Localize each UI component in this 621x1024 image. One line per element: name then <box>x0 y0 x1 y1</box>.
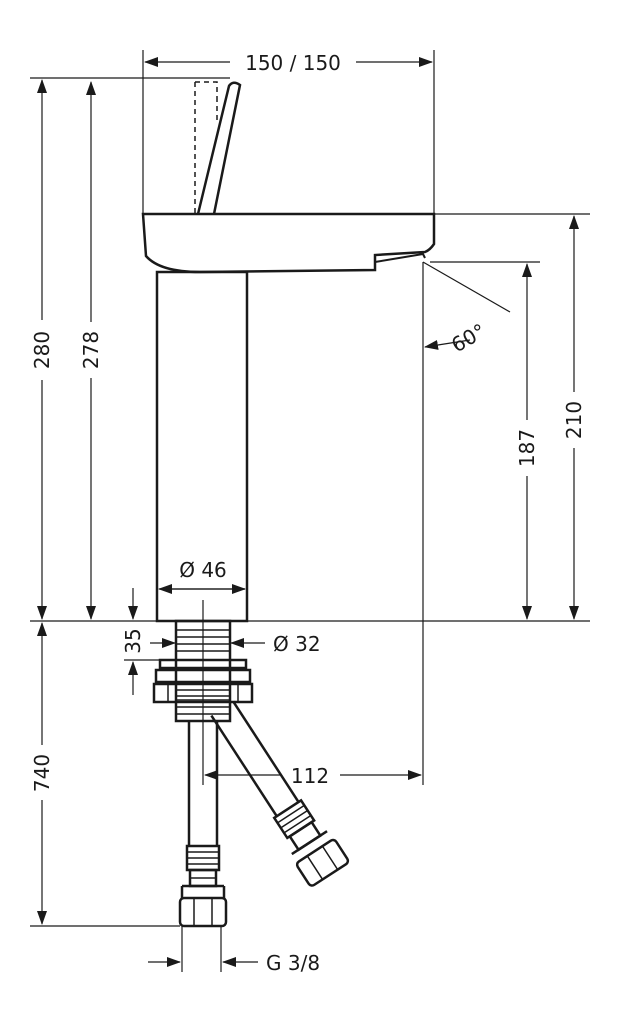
dim-total-height: 280 <box>30 331 54 369</box>
handle-lever <box>194 81 242 215</box>
dim-hose-length: 740 <box>30 754 54 792</box>
dim-top-height: 210 <box>562 401 586 439</box>
dim-connection-thread: G 3/8 <box>266 951 320 975</box>
dim-thread-diameter: Ø 32 <box>273 632 321 656</box>
dim-hose-offset: 112 <box>291 764 329 788</box>
hose-nut-straight <box>178 896 228 928</box>
hose-angled <box>210 700 350 887</box>
faucet-outline <box>141 81 436 928</box>
dim-body-diameter: Ø 46 <box>179 558 227 582</box>
hose-straight <box>178 721 228 928</box>
spout-plate <box>141 212 436 274</box>
extension-lines <box>30 50 590 972</box>
dim-spout-angle: 60° <box>447 319 490 358</box>
dim-spout-height: 187 <box>515 429 539 467</box>
hose-nut-angled <box>295 838 350 887</box>
dim-thread-length: 35 <box>121 628 145 653</box>
dim-top-width: 150 / 150 <box>245 51 341 75</box>
dim-handle-height: 278 <box>79 331 103 369</box>
